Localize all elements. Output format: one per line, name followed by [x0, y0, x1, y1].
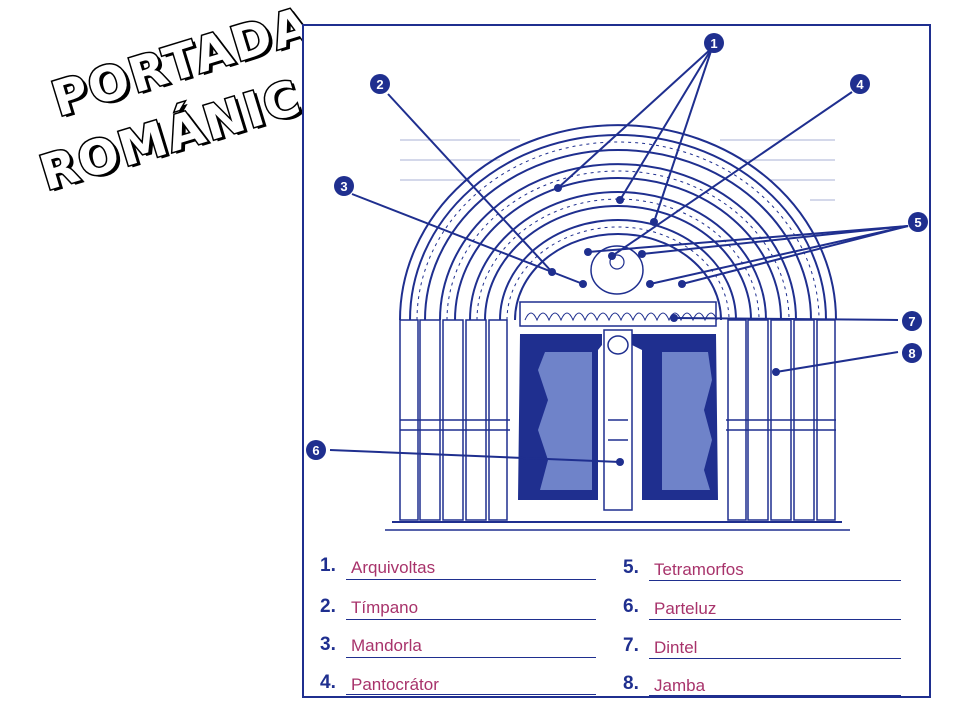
- legend-num-1: 1.: [320, 555, 336, 576]
- svg-text:2: 2: [376, 77, 383, 92]
- legend-answer-5: Tetramorfos: [654, 560, 744, 579]
- right-jamb: [726, 319, 836, 521]
- svg-text:3: 3: [340, 179, 347, 194]
- legend-num-8: 8.: [623, 673, 639, 694]
- legend-answer-8: Jamba: [654, 676, 706, 695]
- legend-answer-1: Arquivoltas: [351, 558, 436, 577]
- archivolts: [399, 124, 837, 321]
- legend-num-3: 3.: [320, 634, 336, 655]
- marker-7: 7: [902, 311, 922, 331]
- svg-text:5: 5: [914, 215, 921, 230]
- legend-num-5: 5.: [623, 557, 639, 578]
- legend-line-5: [649, 580, 901, 581]
- legend-num-4: 4.: [320, 672, 336, 693]
- legend-answer-7: Dintel: [654, 638, 698, 657]
- marker-5: 5: [908, 212, 928, 232]
- legend-line-4: [346, 694, 596, 695]
- legend-answer-6: Parteluz: [654, 599, 717, 618]
- marker-3: 3: [334, 176, 354, 196]
- lintel-shape: [519, 301, 717, 327]
- marker-2: 2: [370, 74, 390, 94]
- left-jamb: [399, 319, 510, 521]
- legend-num-2: 2.: [320, 596, 336, 617]
- mandorla-shape: [590, 245, 644, 295]
- svg-text:4: 4: [856, 77, 864, 92]
- legend-line-3: [346, 657, 596, 658]
- legend-line-1: [346, 579, 596, 580]
- marker-1: 1: [704, 33, 724, 53]
- legend-num-6: 6.: [623, 596, 639, 617]
- wall-hatching: [400, 139, 835, 201]
- doorways: [518, 334, 718, 500]
- svg-text:1: 1: [710, 36, 717, 51]
- legend-line-6: [649, 619, 901, 620]
- legend-answer-2: Tímpano: [351, 598, 419, 617]
- legend-num-7: 7.: [623, 635, 639, 656]
- marker-6: 6: [306, 440, 326, 460]
- marker-4: 4: [850, 74, 870, 94]
- leader-lines: [329, 47, 909, 463]
- svg-text:7: 7: [908, 314, 915, 329]
- trumeau-shape: [603, 329, 633, 511]
- svg-text:8: 8: [908, 346, 915, 361]
- leader-dots: [548, 184, 780, 466]
- legend-line-8: [649, 695, 901, 696]
- marker-8: 8: [902, 343, 922, 363]
- legend-answer-3: Mandorla: [351, 636, 422, 655]
- legend-line-7: [649, 658, 901, 659]
- legend-answer-4: Pantocrátor: [351, 675, 439, 694]
- svg-text:6: 6: [312, 443, 319, 458]
- legend-line-2: [346, 619, 596, 620]
